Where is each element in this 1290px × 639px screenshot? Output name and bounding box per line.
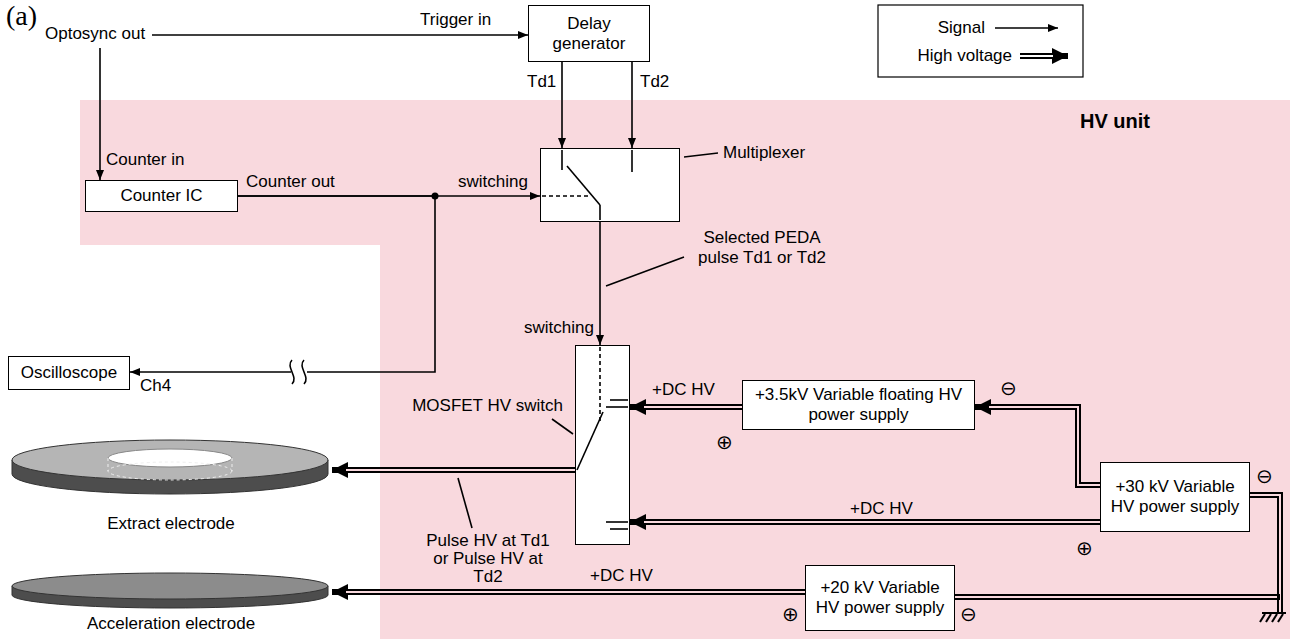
legend-text: Signal — [880, 18, 985, 38]
connector-label: Td2 — [640, 72, 669, 92]
hv-connector — [630, 407, 742, 408]
signal-name: Optosync out — [45, 24, 145, 44]
hv-wire — [332, 589, 805, 595]
legend-signal-sample — [995, 27, 1058, 29]
box-text: Counter IC — [120, 186, 202, 206]
hv-wire — [630, 404, 742, 410]
hv-wire-inner — [346, 591, 805, 593]
acceleration-electrode-top — [12, 573, 328, 599]
break-symbol — [290, 360, 306, 384]
hv-connector — [332, 470, 575, 471]
signal-wire — [599, 222, 601, 345]
process-box: Counter IC — [85, 180, 238, 212]
box-text: +20 kV Variable HV power supply — [812, 578, 948, 617]
polarity-mark: ⊕ — [1076, 538, 1093, 558]
signal-wire — [561, 62, 563, 148]
electrode: Extract electrode — [10, 440, 332, 538]
signal-connector — [600, 222, 601, 345]
hv-connector — [332, 592, 805, 593]
figure-label: (a) — [6, 0, 37, 32]
legend-hv-sample-inner — [1020, 55, 1053, 57]
part-name: MOSFET HV switch — [412, 396, 563, 416]
hv-wire — [630, 519, 1100, 525]
mosfet-switch — [577, 347, 628, 529]
legend-text: High voltage — [880, 46, 1012, 66]
signal-wire — [152, 34, 528, 36]
signal-connector — [632, 62, 633, 148]
switch-box: MOSFET HV switch — [575, 345, 630, 545]
hv-connector — [630, 522, 1100, 523]
extract-electrode-hole-bottom — [108, 462, 232, 480]
legend-hv-sample — [1020, 53, 1068, 59]
signal-name: switching — [458, 172, 528, 192]
signal-name: switching — [524, 318, 594, 338]
ground-wire — [955, 594, 1280, 600]
power-supply-box: +20 kV Variable HV power supply — [805, 565, 955, 631]
signal-wire — [631, 62, 633, 148]
polarity-mark: ⊕ — [782, 604, 799, 624]
hv-wire-inner — [644, 521, 1100, 523]
callout-note: Selected PEDA pulse Td1 or Td2 — [682, 228, 842, 267]
polarity-mark: ⊖ — [1000, 378, 1017, 398]
port-name: Counter in — [106, 150, 184, 170]
box-text: +30 kV Variable HV power supply — [1107, 477, 1243, 516]
hv-wire — [332, 467, 575, 473]
multiplexer-switch — [542, 150, 632, 220]
box-text: Delay generator — [535, 14, 643, 53]
power-supply-box: +3.5kV Variable floating HV power supply — [742, 380, 975, 430]
hv-wire-inner — [346, 469, 575, 471]
box-text: +3.5kV Variable floating HV power supply — [749, 385, 968, 424]
junction-dot — [432, 193, 439, 200]
port-name: Trigger in — [420, 10, 491, 30]
connector-label: +DC HV — [850, 499, 913, 519]
electrode: Acceleration electrode — [10, 555, 332, 637]
signal-wire — [99, 48, 101, 180]
callout-note: Pulse HV at Td1 or Pulse HV at Td2 — [418, 532, 558, 586]
connector-label: Td1 — [527, 72, 556, 92]
part-name: Acceleration electrode — [10, 614, 332, 634]
connector-label: +DC HV — [590, 566, 653, 586]
connector-label: Counter out — [246, 172, 335, 192]
multiplexer-box: Multiplexer — [540, 148, 680, 222]
extract-electrode-hole-wall — [108, 458, 232, 471]
extract-electrode-top — [12, 440, 328, 480]
power-supply-box: +30 kV Variable HV power supply — [1100, 462, 1250, 532]
part-name: Multiplexer — [723, 143, 805, 163]
unit-region-fill — [80, 100, 1290, 639]
hv-wire-inner — [644, 406, 742, 408]
signal-connector — [562, 62, 563, 148]
legend-box — [878, 5, 1083, 77]
polarity-mark: ⊖ — [1256, 466, 1273, 486]
polarity-mark: ⊖ — [960, 604, 977, 624]
region-title: HV unit — [1080, 110, 1150, 133]
part-name: Extract electrode — [10, 514, 332, 534]
polarity-mark: ⊕ — [716, 432, 733, 452]
box-text: Oscilloscope — [21, 363, 117, 383]
ground-wire — [955, 596, 1277, 598]
connector-label: Ch4 — [140, 376, 171, 396]
connector-label: +DC HV — [652, 380, 715, 400]
device-box: Oscilloscope — [8, 356, 130, 390]
process-box: Delay generator — [528, 5, 650, 62]
